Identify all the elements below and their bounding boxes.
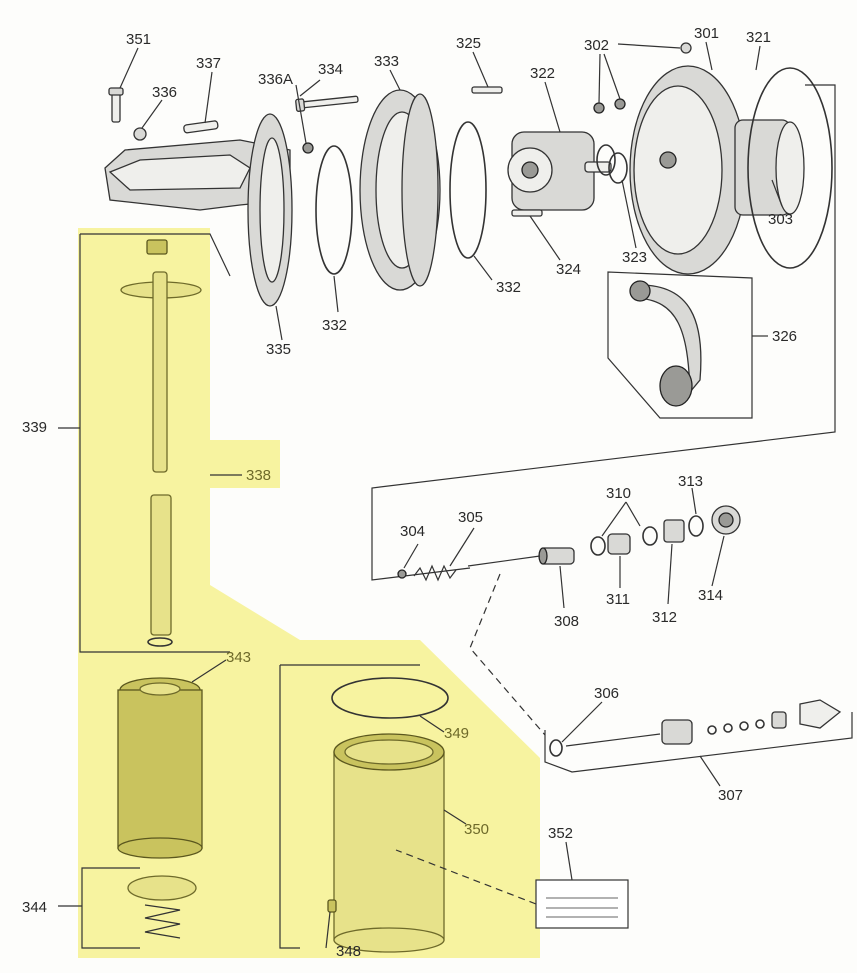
part-310-washer-b (642, 526, 658, 546)
label-326: 326 (772, 328, 797, 345)
part-324-screw (511, 209, 543, 217)
part-302-nut-b (614, 98, 626, 110)
part-306-oring (549, 739, 563, 757)
part-311-collar (607, 533, 631, 555)
part-349-ring (331, 677, 449, 719)
label-336a: 336A (258, 71, 293, 88)
label-322: 322 (530, 65, 555, 82)
part-304-ball (397, 569, 407, 579)
part-343-filter-element (117, 677, 203, 859)
label-301: 301 (694, 25, 719, 42)
label-333: 333 (374, 53, 399, 70)
part-321-gasket (747, 67, 833, 269)
label-312: 312 (652, 609, 677, 626)
part-337-pin (183, 120, 219, 134)
label-338: 338 (246, 467, 271, 484)
label-344: 344 (22, 899, 47, 916)
part-310-washer-a (590, 536, 606, 556)
part-326-tube (629, 280, 702, 407)
part-313-washer (688, 515, 704, 537)
label-305: 305 (458, 509, 483, 526)
label-307: 307 (718, 787, 743, 804)
connector-line-upper (371, 84, 836, 581)
label-310: 310 (606, 485, 631, 502)
label-302: 302 (584, 37, 609, 54)
part-334-bolt (295, 95, 359, 112)
label-337: 337 (196, 55, 221, 72)
label-304: 304 (400, 523, 425, 540)
part-351-bolt (108, 87, 124, 123)
label-336: 336 (152, 84, 177, 101)
part-322-pump (507, 131, 612, 211)
part-325-bolt (471, 86, 503, 94)
label-308: 308 (554, 613, 579, 630)
label-348: 348 (336, 943, 361, 960)
part-344-spring-seat (127, 875, 197, 939)
label-332a: 332 (496, 279, 521, 296)
label-349: 349 (444, 725, 469, 742)
label-311: 311 (606, 591, 630, 608)
part-308-sleeve (538, 547, 575, 565)
part-312-nut (663, 519, 685, 543)
part-336-nut (133, 127, 147, 141)
part-336a-plug (302, 142, 314, 154)
label-334: 334 (318, 61, 343, 78)
part-314-cap (711, 505, 741, 535)
label-314: 314 (698, 587, 723, 604)
part-333-housing-ring (359, 89, 441, 291)
bracket-339 (79, 233, 231, 653)
label-350: 350 (464, 821, 489, 838)
bracket-307 (544, 712, 853, 773)
part-302-nut-a (593, 102, 605, 114)
part-323-washers (596, 144, 628, 184)
part-302-nut-c (680, 42, 692, 54)
label-351: 351 (126, 31, 151, 48)
label-332b: 332 (322, 317, 347, 334)
axis-line-lower (467, 555, 541, 567)
label-325: 325 (456, 35, 481, 52)
leader-lines (58, 41, 783, 949)
part-348-drain-plug (327, 899, 337, 913)
bracket-bowl (279, 664, 420, 949)
label-352: 352 (548, 825, 573, 842)
label-324: 324 (556, 261, 581, 278)
connector-dashed (469, 573, 546, 736)
part-339-tube-assembly (120, 239, 202, 647)
label-321: 321 (746, 29, 771, 46)
part-332-gasket-left (315, 145, 353, 275)
part-332-gasket-right (449, 121, 487, 259)
part-307-valve-assembly (565, 699, 842, 747)
part-labels: 351 337 336 336A 334 333 325 322 302 301… (22, 25, 797, 960)
bracket-344 (81, 867, 140, 949)
label-323: 323 (622, 249, 647, 266)
label-339: 339 (22, 419, 47, 436)
part-350-bowl (333, 733, 445, 953)
part-301-flange (629, 65, 805, 275)
part-305-spring (413, 564, 457, 582)
label-335: 335 (266, 341, 291, 358)
label-313: 313 (678, 473, 703, 490)
part-326-bracket (607, 271, 753, 419)
label-303: 303 (768, 211, 793, 228)
label-306: 306 (594, 685, 619, 702)
label-343: 343 (226, 649, 251, 666)
part-335-housing (104, 113, 293, 307)
part-352-tag (535, 879, 629, 929)
